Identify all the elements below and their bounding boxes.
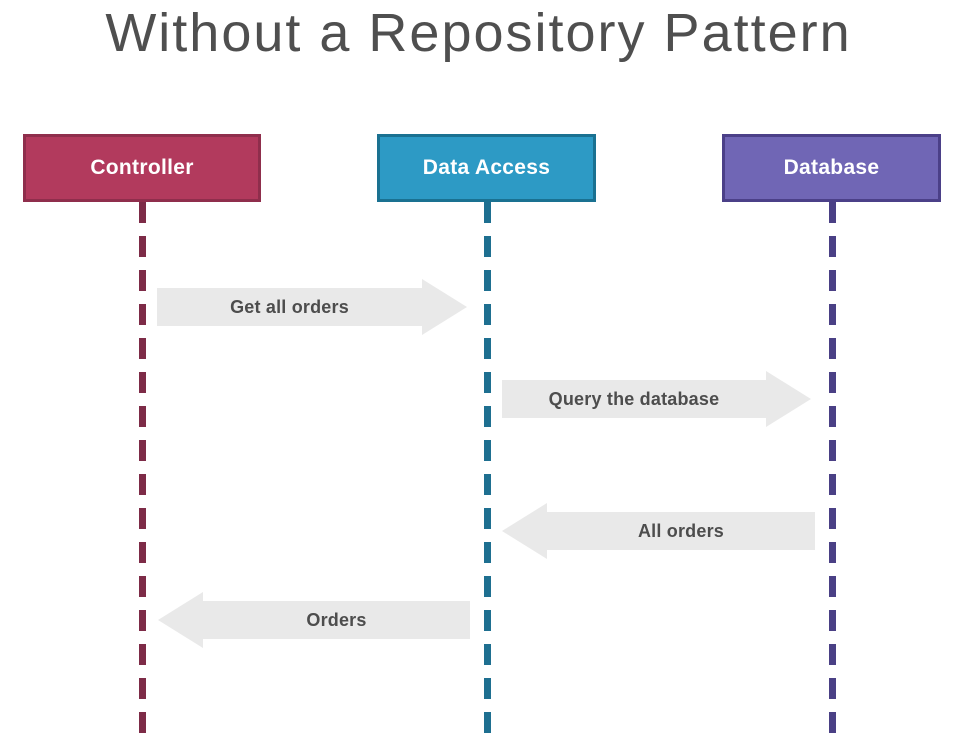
message-label: Get all orders: [230, 296, 349, 317]
arrow-left-icon: [158, 592, 203, 648]
message-get-all-orders: Get all orders: [157, 279, 467, 335]
arrow-right-icon: [422, 279, 467, 335]
page-title: Without a Repository Pattern: [105, 3, 852, 63]
message-arrow-body: All orders: [547, 512, 815, 550]
message-orders: Orders: [158, 592, 470, 648]
arrow-left-icon: [502, 503, 547, 559]
actor-box-controller: Controller: [23, 134, 261, 202]
lifeline-controller: [139, 202, 146, 736]
message-all-orders: All orders: [502, 503, 815, 559]
arrow-right-icon: [766, 371, 811, 427]
message-label: All orders: [637, 520, 725, 541]
lifeline-database: [829, 202, 836, 736]
actor-label-controller: Controller: [90, 156, 194, 179]
actor-label-data-access: Data Access: [422, 156, 551, 179]
message-arrow-body: Get all orders: [157, 288, 422, 326]
message-arrow-body: Query the database: [502, 380, 766, 418]
message-query-the-database: Query the database: [502, 371, 811, 427]
actor-box-data-access: Data Access: [377, 134, 596, 202]
lifeline-data-access: [484, 202, 491, 736]
message-label: Query the database: [548, 388, 720, 409]
actor-label-database: Database: [783, 156, 880, 179]
message-arrow-body: Orders: [203, 601, 470, 639]
message-label: Orders: [306, 609, 367, 630]
actor-box-database: Database: [722, 134, 941, 202]
